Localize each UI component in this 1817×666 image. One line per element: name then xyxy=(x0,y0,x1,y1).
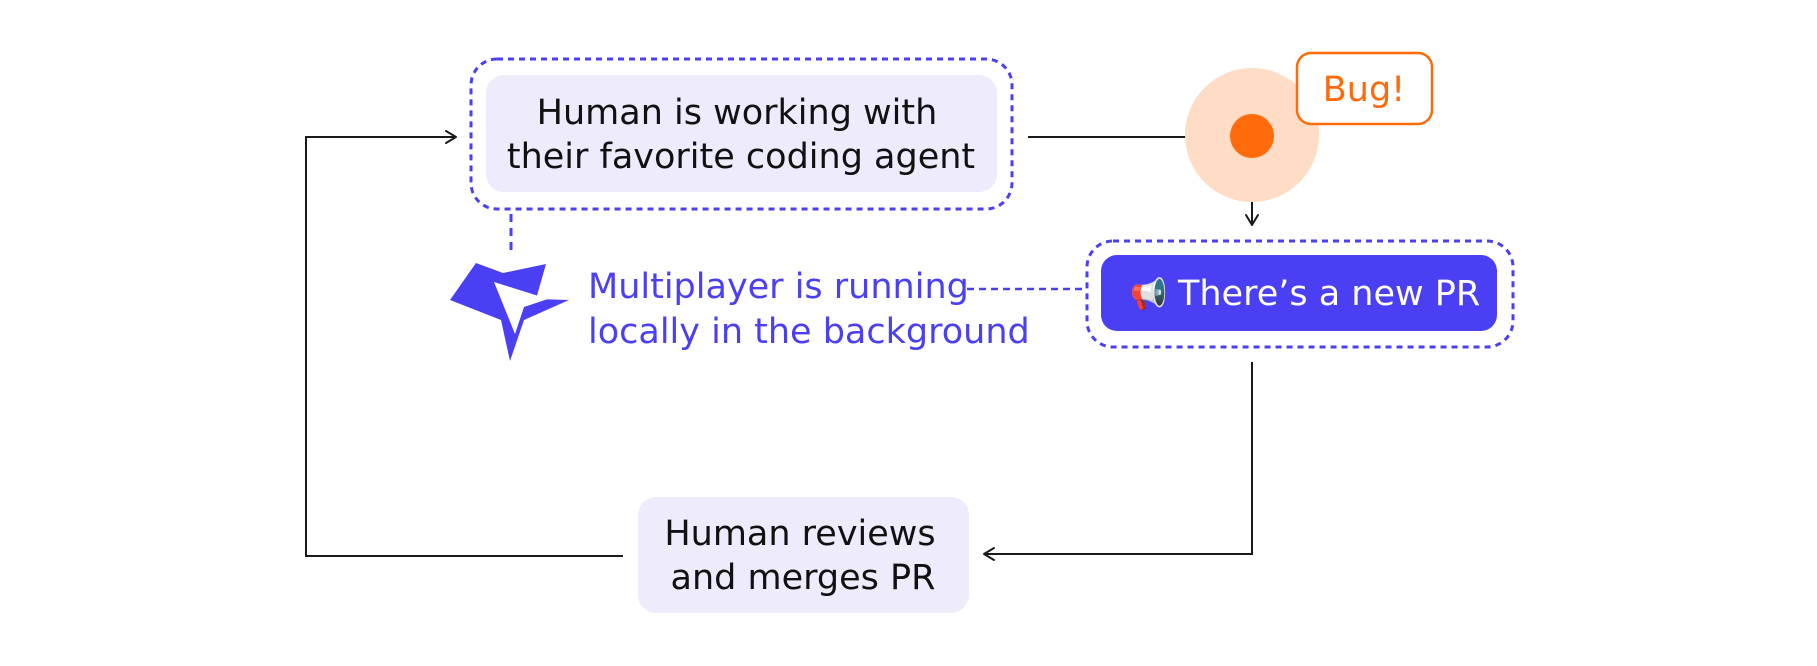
node-human-working-box xyxy=(486,75,997,192)
bug-dot-icon xyxy=(1230,114,1274,158)
connector-pr-to-review xyxy=(983,362,1253,561)
bug-label-box xyxy=(1295,51,1434,126)
node-new-pr-label: There’s a new PR xyxy=(1177,274,1480,314)
multiplayer-caption-line1: Multiplayer is running xyxy=(588,267,969,307)
node-human-working: Human is working with their favorite cod… xyxy=(469,57,1014,211)
node-human-reviews-box xyxy=(638,497,969,613)
node-human-reviews-line2: and merges PR xyxy=(671,558,936,598)
node-bug: Bug! xyxy=(1185,51,1434,202)
node-human-working-outline xyxy=(469,57,1014,211)
node-human-reviews-line1: Human reviews xyxy=(664,514,935,554)
node-new-pr: 📢 There’s a new PR xyxy=(1085,239,1515,349)
node-new-pr-box xyxy=(1101,255,1497,331)
multiplayer-caption-line2: locally in the background xyxy=(588,312,1030,352)
node-human-working-line1: Human is working with xyxy=(537,93,938,133)
node-human-reviews: Human reviews and merges PR xyxy=(638,497,969,613)
connector-loop-back xyxy=(305,130,623,557)
megaphone-icon: 📢 xyxy=(1130,276,1167,312)
multiplayer-star-logo-icon xyxy=(450,263,569,361)
node-new-pr-outline xyxy=(1085,239,1515,349)
bug-label: Bug! xyxy=(1323,70,1405,110)
node-human-working-line2: their favorite coding agent xyxy=(507,137,975,177)
